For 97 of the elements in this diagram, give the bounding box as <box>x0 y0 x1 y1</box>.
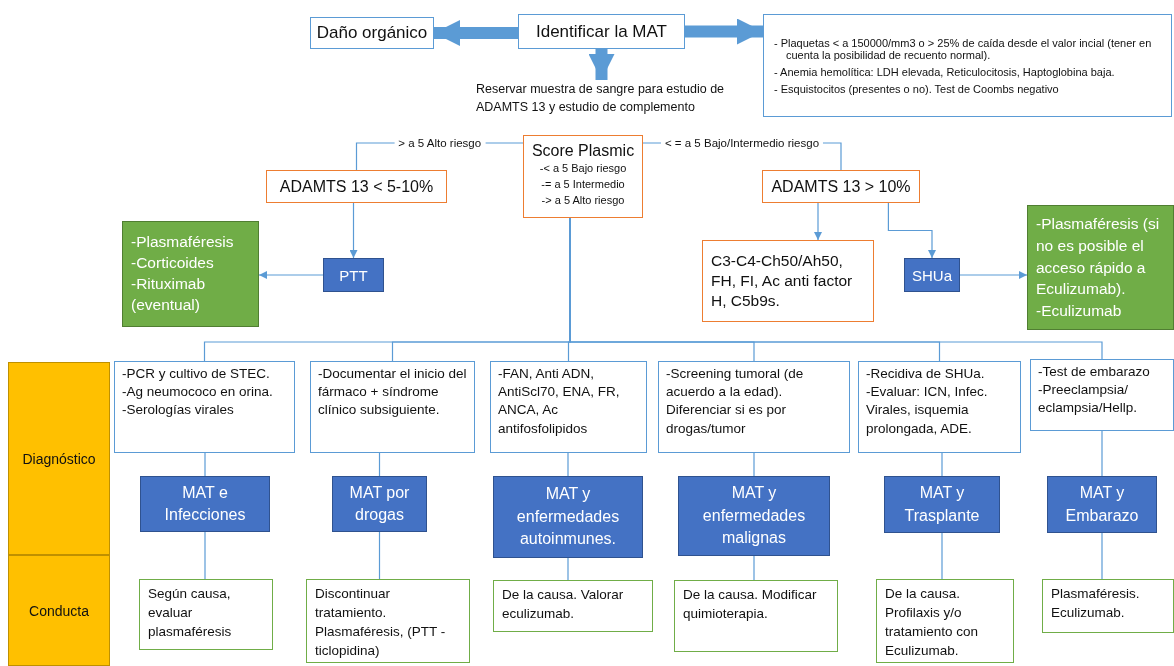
edge-label: < = a 5 Bajo/Intermedio riesgo <box>660 137 824 149</box>
node-text: ADAMTS 13 < 5-10% <box>279 177 434 196</box>
arrow <box>349 202 358 259</box>
block-arrow <box>588 49 615 80</box>
connector-line <box>567 452 569 477</box>
arrow <box>258 271 324 279</box>
node-text: C3-C4-Ch50/Ah50, FH, FI, Ac anti factor H, C5b9s. <box>711 250 854 312</box>
row-header-band <box>8 555 110 666</box>
node-text: -Test de embarazo <box>1038 363 1151 381</box>
node-text: -Corticoides <box>131 253 215 274</box>
block-arrow <box>685 18 763 45</box>
category-box <box>140 476 270 532</box>
node-text: -Plasmaféresis (si no es posible el acceso rápido a Eculizumab). <box>1036 214 1161 300</box>
node-text: -= a 5 Intermedio <box>541 176 625 192</box>
node-text: - Esquistocitos (presentes o no). Test de Coombs negativo <box>774 82 1060 95</box>
node-text: -> a 5 Alto riesgo <box>541 192 625 208</box>
connector-line <box>941 452 943 477</box>
node-text: MAT y Embarazo <box>1064 483 1140 526</box>
node-text: MAT y enfermedades malignas <box>701 483 807 549</box>
criteria-box <box>763 14 1172 117</box>
node-text: MAT y Trasplante <box>903 483 981 526</box>
connector-line <box>1101 430 1103 477</box>
node-text: -Rituximab (eventual) <box>131 274 207 315</box>
node-text: Daño orgánico <box>316 23 428 43</box>
connector-line <box>753 452 755 477</box>
management-box <box>876 579 1014 663</box>
connector-line <box>1101 532 1103 580</box>
connector-line <box>941 532 943 580</box>
treatment-box <box>1027 205 1174 330</box>
node-text: -FAN, Anti ADN, AntiScl70, ENA, FR, ANCA, Ac antifosfolipidos <box>498 365 621 438</box>
node-text: PTT <box>339 266 368 284</box>
result-box <box>762 170 920 203</box>
diagnostic-box <box>858 361 1021 453</box>
node-text: Reservar muestra de sangre para estudio de ADAMTS 13 y estudio de complemento <box>476 81 726 117</box>
node-text: ADAMTS 13 > 10% <box>771 177 911 196</box>
management-box <box>674 580 838 652</box>
node-text: -Preeclampsia/ eclampsia/Hellp. <box>1038 381 1139 418</box>
node-text: -Evaluar: ICN, Infec. Virales, isquemia prolongada, ADE. <box>866 383 989 438</box>
node-text: Identificar la MAT <box>536 21 667 42</box>
diagnosis-box <box>904 258 960 292</box>
node-text: -Eculizumab <box>1036 301 1123 322</box>
process-box <box>518 14 685 49</box>
score-box <box>523 135 643 218</box>
node-text: MAT e Infecciones <box>163 482 247 525</box>
category-box <box>678 476 830 556</box>
node-text: -PCR y cultivo de STEC. <box>122 365 271 383</box>
node-text: MAT y enfermedades autoinmunes. <box>515 484 621 550</box>
management-box <box>139 579 273 650</box>
connector-line <box>378 452 381 477</box>
diagnostic-box <box>490 361 647 453</box>
edge-label: > a 5 Alto riesgo <box>394 137 486 149</box>
node-text: -Recidiva de SHUa. <box>866 365 986 383</box>
management-box <box>1042 579 1174 633</box>
node-text: -Plasmaféresis <box>131 232 235 253</box>
node-text: - Plaquetas < a 150000/mm3 o > 25% de caída desde el valor incial (tener en cuenta la posibilidad de recuento normal). <box>774 36 1153 61</box>
category-box <box>884 476 1000 533</box>
management-box <box>493 580 653 632</box>
node-text: -< a 5 Bajo riesgo <box>539 161 627 176</box>
diagnosis-box <box>323 258 384 292</box>
block-arrow <box>434 20 518 46</box>
node-text: -Documentar el inicio del fármaco + síndrome clínico subsiguiente. <box>318 365 467 420</box>
process-box <box>310 17 434 49</box>
node-text: De la causa. Profilaxis y/o tratamiento con Eculizumab. <box>885 585 980 660</box>
node-text: Plasmaféresis. Eculizumab. <box>1051 585 1141 622</box>
diagnostic-box <box>1030 359 1174 431</box>
treatment-box <box>122 221 259 327</box>
arrow <box>887 202 936 259</box>
row-header-band <box>8 362 110 555</box>
node-text: Discontinuar tratamiento. Plasmaféresis, (PTT - ticlopidina) <box>315 585 447 660</box>
diagnostic-box <box>114 361 295 453</box>
diagnostic-box <box>658 361 850 453</box>
arrow <box>959 271 1028 279</box>
category-box <box>332 476 427 532</box>
connector-line <box>753 555 755 581</box>
node-text: Conducta <box>29 602 89 619</box>
category-box <box>1047 476 1157 533</box>
connector-line <box>204 531 206 580</box>
node-text: -Ag neumococo en orina. <box>122 383 274 402</box>
node-text: Diagnóstico <box>22 450 96 467</box>
node-text: -Serologías virales <box>122 401 235 420</box>
connector-line <box>567 557 569 581</box>
node-text: SHUa <box>912 266 952 284</box>
node-text: Score Plasmic <box>531 142 635 160</box>
diagnostic-box <box>310 361 475 453</box>
node-text: De la causa. Valorar eculizumab. <box>502 586 625 623</box>
arrow <box>814 202 822 241</box>
node-text: Según causa, evaluar plasmaféresis <box>148 585 233 641</box>
node-text: - Anemia hemolítica: LDH elevada, Reticulocitosis, Haptoglobina baja. <box>774 65 1116 78</box>
connector-line <box>204 452 206 477</box>
category-box <box>493 476 643 558</box>
result-box <box>702 240 874 322</box>
connector-line <box>378 531 381 580</box>
management-box <box>306 579 470 663</box>
node-text: -Screening tumoral (de acuerdo a la edad). Diferenciar si es por drogas/tumor <box>666 365 805 438</box>
node-text: De la causa. Modificar quimioterapia. <box>683 586 818 623</box>
result-box <box>266 170 447 203</box>
node-text: MAT por drogas <box>348 482 411 525</box>
